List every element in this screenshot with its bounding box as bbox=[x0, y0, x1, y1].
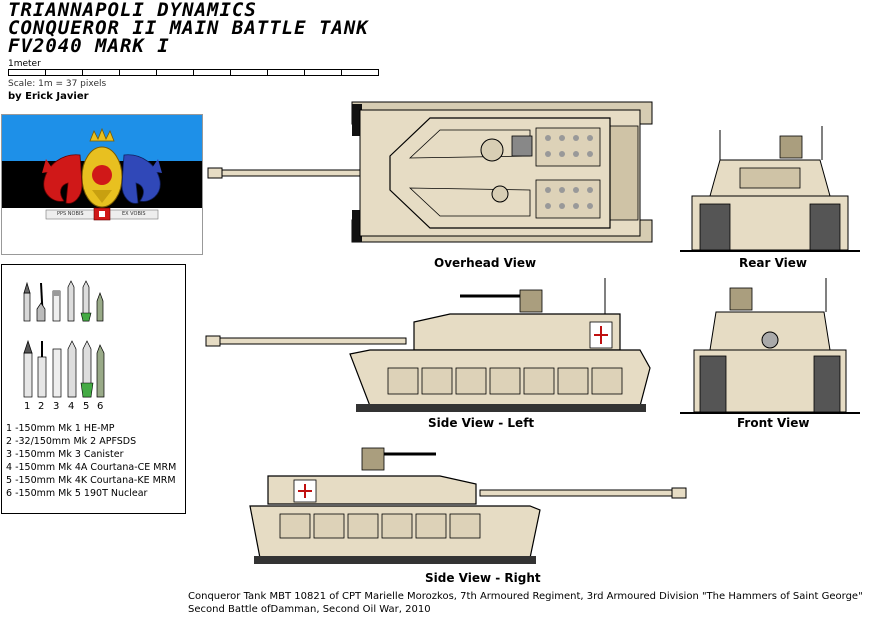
tank-front-view bbox=[680, 278, 860, 414]
scale-ruler bbox=[8, 69, 379, 76]
ammo-round-top-3 bbox=[52, 290, 61, 322]
caption-side-left: Side View - Left bbox=[428, 416, 535, 430]
ammo-cartridge-4 bbox=[67, 340, 77, 398]
ammo-number-4: 4 bbox=[68, 401, 75, 412]
ammo-round-top-1 bbox=[23, 281, 31, 322]
scale-text: Scale: 1m = 37 pixels bbox=[8, 79, 107, 89]
caption-overhead: Overhead View bbox=[434, 256, 537, 270]
title-line-3: FV2040 MARK I bbox=[8, 35, 170, 57]
ammo-number-2: 2 bbox=[38, 401, 45, 412]
national-flag: PPS NOBIS EX VOBIS bbox=[1, 114, 203, 255]
ammo-item-3: 3 -150mm Mk 3 Canister bbox=[6, 449, 124, 460]
ammo-number-3: 3 bbox=[53, 401, 60, 412]
title-line-2: CONQUEROR II MAIN BATTLE TANK bbox=[8, 17, 369, 39]
tank-rear-view bbox=[680, 126, 860, 252]
tank-side-view-left bbox=[205, 278, 651, 412]
ammo-item-1: 1 -150mm Mk 1 HE-MP bbox=[6, 423, 115, 434]
ruler-label: 1meter bbox=[8, 59, 41, 69]
ammo-cartridge-3 bbox=[52, 348, 62, 398]
ammo-cartridge-2 bbox=[37, 341, 47, 398]
tank-overhead-view bbox=[207, 101, 653, 243]
ammo-number-5: 5 bbox=[83, 401, 90, 412]
ammo-number-6: 6 bbox=[97, 401, 104, 412]
ammo-round-top-2 bbox=[36, 282, 46, 322]
footer-caption-line-1: Conqueror Tank MBT 10821 of CPT Marielle… bbox=[188, 591, 863, 602]
caption-side-right: Side View - Right bbox=[425, 571, 541, 585]
ammo-item-5: 5 -150mm Mk 4K Courtana-KE MRM bbox=[6, 475, 176, 486]
ammo-round-top-6 bbox=[96, 292, 104, 322]
flag-banner-right: EX VOBIS bbox=[122, 211, 146, 217]
ammo-cartridge-1 bbox=[23, 339, 33, 398]
ammo-item-2: 2 -32/150mm Mk 2 APFSDS bbox=[6, 436, 137, 447]
caption-rear: Rear View bbox=[739, 256, 807, 270]
footer-caption-line-2: Second Battle ofDamman, Second Oil War, … bbox=[188, 604, 431, 615]
ammo-item-4: 4 -150mm Mk 4A Courtana-CE MRM bbox=[6, 462, 177, 473]
ammo-cartridge-6 bbox=[96, 344, 105, 398]
flag-banner-left: PPS NOBIS bbox=[57, 211, 84, 217]
title-line-1: TRIANNAPOLI DYNAMICS bbox=[8, 0, 257, 21]
ammo-item-6: 6 -150mm Mk 5 190T Nuclear bbox=[6, 488, 148, 499]
tank-side-view-right bbox=[249, 447, 687, 564]
author-credit: by Erick Javier bbox=[8, 91, 89, 102]
ammo-round-top-5 bbox=[80, 280, 92, 322]
ammo-number-1: 1 bbox=[24, 401, 31, 412]
ammo-round-top-4 bbox=[67, 280, 75, 322]
ammo-cartridge-5 bbox=[80, 340, 94, 398]
caption-front: Front View bbox=[737, 416, 810, 430]
ammo-legend: 1 2 3 4 5 6 1 -150mm Mk 1 HE-MP 2 -32/15… bbox=[1, 264, 186, 514]
